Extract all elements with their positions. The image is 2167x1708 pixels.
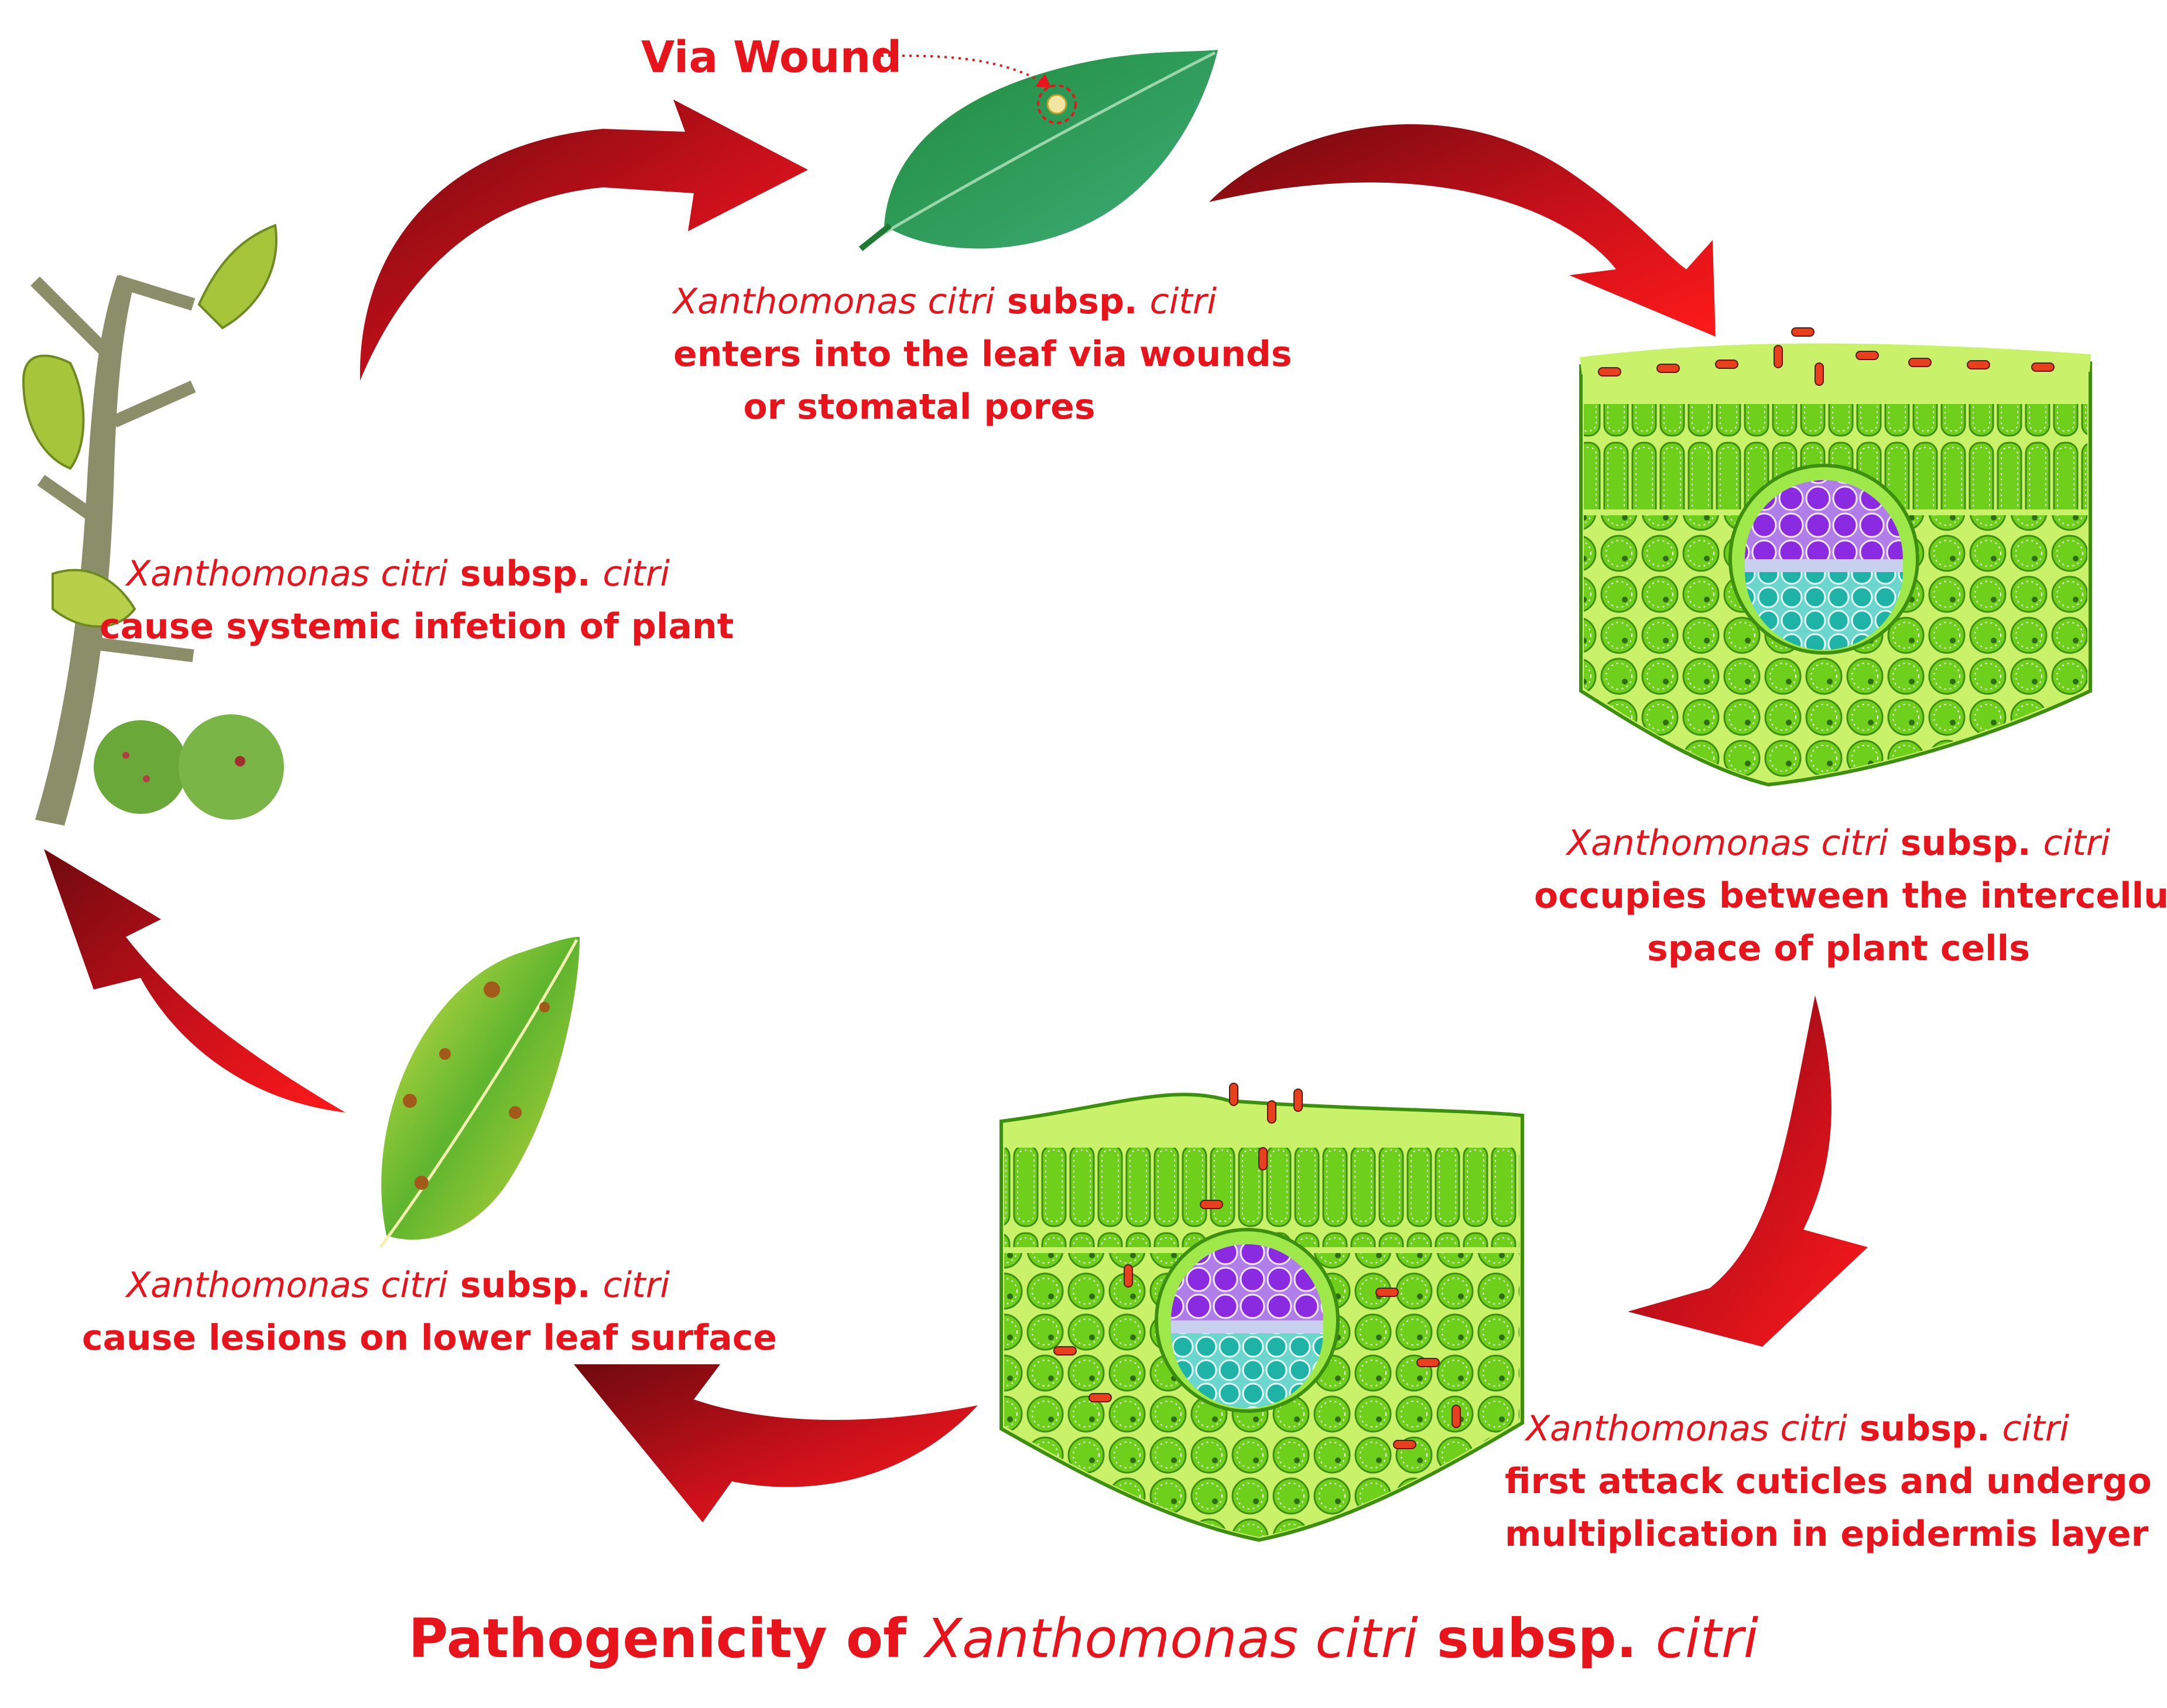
title-part1: Pathogenicity of [408, 1607, 926, 1670]
caption-systemic-citri: citri [602, 553, 670, 594]
caption-occupy: Xanthomonas citri subsp. citri occupies … [1534, 817, 2167, 975]
cycle-arrow-5 [44, 849, 345, 1113]
caption-attack-line2: first attack cuticles and undergo [1505, 1461, 2152, 1502]
caption-lesions: Xanthomonas citri subsp. citri cause les… [82, 1259, 777, 1364]
caption-attack-subsp: subsp. [1847, 1408, 2002, 1449]
caption-entry: Xanthomonas citri subsp. citri enters in… [673, 275, 1292, 433]
wound-pointer-head [1035, 74, 1051, 88]
figure-title: Pathogenicity of Xanthomonas citri subsp… [0, 1607, 2167, 1670]
cycle-arrow-4 [574, 1364, 978, 1522]
caption-occupy-species: Xanthomonas citri [1566, 823, 1888, 864]
wound-pointer-line [881, 54, 1043, 83]
diseased-leaf-image [379, 937, 580, 1248]
cycle-arrow-3 [1628, 995, 1868, 1347]
caption-attack: Xanthomonas citri subsp. citri first att… [1505, 1402, 2152, 1560]
healthy-leaf-image [858, 50, 1218, 251]
bacteria-interior-2 [1053, 1083, 1461, 1449]
caption-systemic-line2: cause systemic infetion of plant [100, 606, 734, 647]
caption-occupy-line3: space of plant cells [1647, 928, 2030, 969]
caption-attack-species: Xanthomonas citri [1525, 1408, 1847, 1449]
caption-entry-line2: enters into the leaf via wounds [673, 334, 1292, 375]
caption-systemic-line1: Xanthomonas citri subsp. citri [100, 547, 697, 600]
caption-lesions-citri: citri [602, 1265, 670, 1306]
caption-occupy-citri: citri [2043, 823, 2111, 864]
caption-systemic-subsp: subsp. [447, 553, 603, 594]
caption-occupy-subsp: subsp. [1888, 823, 2043, 864]
caption-lesions-species: Xanthomonas citri [126, 1265, 448, 1306]
caption-attack-line1: Xanthomonas citri subsp. citri [1505, 1402, 2090, 1455]
caption-systemic: Xanthomonas citri subsp. citri cause sys… [100, 547, 734, 653]
caption-occupy-line2: occupies between the intercellular [1534, 875, 2167, 916]
title-subsp: subsp. [1418, 1607, 1656, 1670]
caption-lesions-line1: Xanthomonas citri subsp. citri [82, 1259, 714, 1312]
caption-entry-species: Xanthomonas citri [673, 281, 995, 322]
caption-entry-line3: or stomatal pores [743, 386, 1096, 427]
leaf-cross-section-multiplication [999, 1093, 1524, 1542]
caption-systemic-species: Xanthomonas citri [126, 553, 448, 594]
cycle-arrow-2 [1209, 124, 1716, 337]
caption-lesions-line2: cause lesions on lower leaf surface [82, 1317, 777, 1358]
caption-lesions-subsp: subsp. [447, 1265, 603, 1306]
caption-attack-line3: multiplication in epidermis layer [1505, 1514, 2149, 1555]
via-wound-label: Via Wound [641, 32, 902, 83]
cycle-arrow-1 [360, 100, 808, 381]
caption-entry-subsp: subsp. [994, 281, 1150, 322]
citrus-branch-image [22, 224, 284, 826]
title-species: Xanthomonas citri [925, 1607, 1418, 1670]
title-citri: citri [1655, 1607, 1759, 1670]
caption-entry-line1: Xanthomonas citri subsp. citri [673, 275, 1217, 328]
leaf-cross-section-colonization [1579, 343, 2092, 787]
caption-entry-citri: citri [1149, 281, 1217, 322]
caption-occupy-line1: Xanthomonas citri subsp. citri [1534, 817, 2143, 870]
bacteria-surface-1 [1598, 327, 2055, 386]
caption-attack-citri: citri [2002, 1408, 2070, 1449]
